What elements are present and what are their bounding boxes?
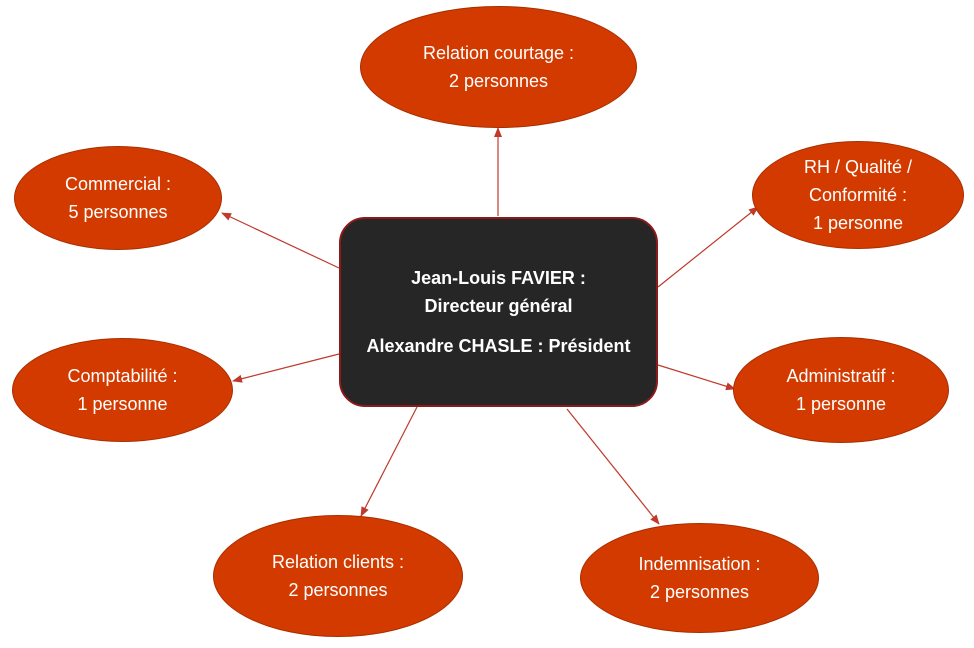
- node-count: 2 personnes: [288, 580, 388, 600]
- center-line-chasle: Alexandre CHASLE : Président: [366, 336, 631, 356]
- node-count: 2 personnes: [448, 71, 549, 91]
- arrow-to-administratif: [657, 364, 736, 391]
- node-label: Relation clients :: [271, 552, 405, 572]
- node-label-2: Conformité :: [808, 185, 908, 205]
- node-label: Comptabilité :: [67, 366, 178, 386]
- arrow-to-rh-qualite: [657, 206, 759, 288]
- node-count: 5 personnes: [68, 202, 168, 222]
- center-line-favier: Jean-Louis FAVIER :: [411, 268, 586, 288]
- center-line-directeur: Directeur général: [424, 296, 573, 316]
- node-count: 2 personnes: [649, 582, 750, 602]
- node-relation-clients: Relation clients : 2 personnes: [213, 515, 463, 637]
- arrow-to-relation-clients: [360, 406, 418, 517]
- node-label: Commercial :: [64, 174, 171, 194]
- node-administratif: Administratif : 1 personne: [733, 337, 949, 443]
- node-commercial: Commercial : 5 personnes: [14, 146, 222, 250]
- node-label: Administratif :: [786, 366, 896, 386]
- node-label: Relation courtage :: [422, 43, 575, 63]
- node-indemnisation: Indemnisation : 2 personnes: [580, 523, 819, 633]
- node-count: 1 personne: [77, 394, 168, 414]
- arrow-to-commercial: [221, 212, 340, 269]
- node-comptabilite: Comptabilité : 1 personne: [12, 338, 233, 442]
- node-count: 1 personne: [812, 213, 904, 233]
- node-rh-qualite-conformite: RH / Qualité / Conformité : 1 personne: [752, 141, 964, 249]
- center-node-direction: Jean-Louis FAVIER : Directeur général Al…: [339, 217, 658, 407]
- arrow-to-comptabilite: [232, 353, 340, 383]
- node-count: 1 personne: [795, 394, 887, 414]
- arrow-to-indemnisation: [566, 408, 660, 525]
- node-relation-courtage: Relation courtage : 2 personnes: [360, 6, 637, 128]
- node-label: Indemnisation :: [638, 554, 761, 574]
- node-label: RH / Qualité /: [803, 157, 913, 177]
